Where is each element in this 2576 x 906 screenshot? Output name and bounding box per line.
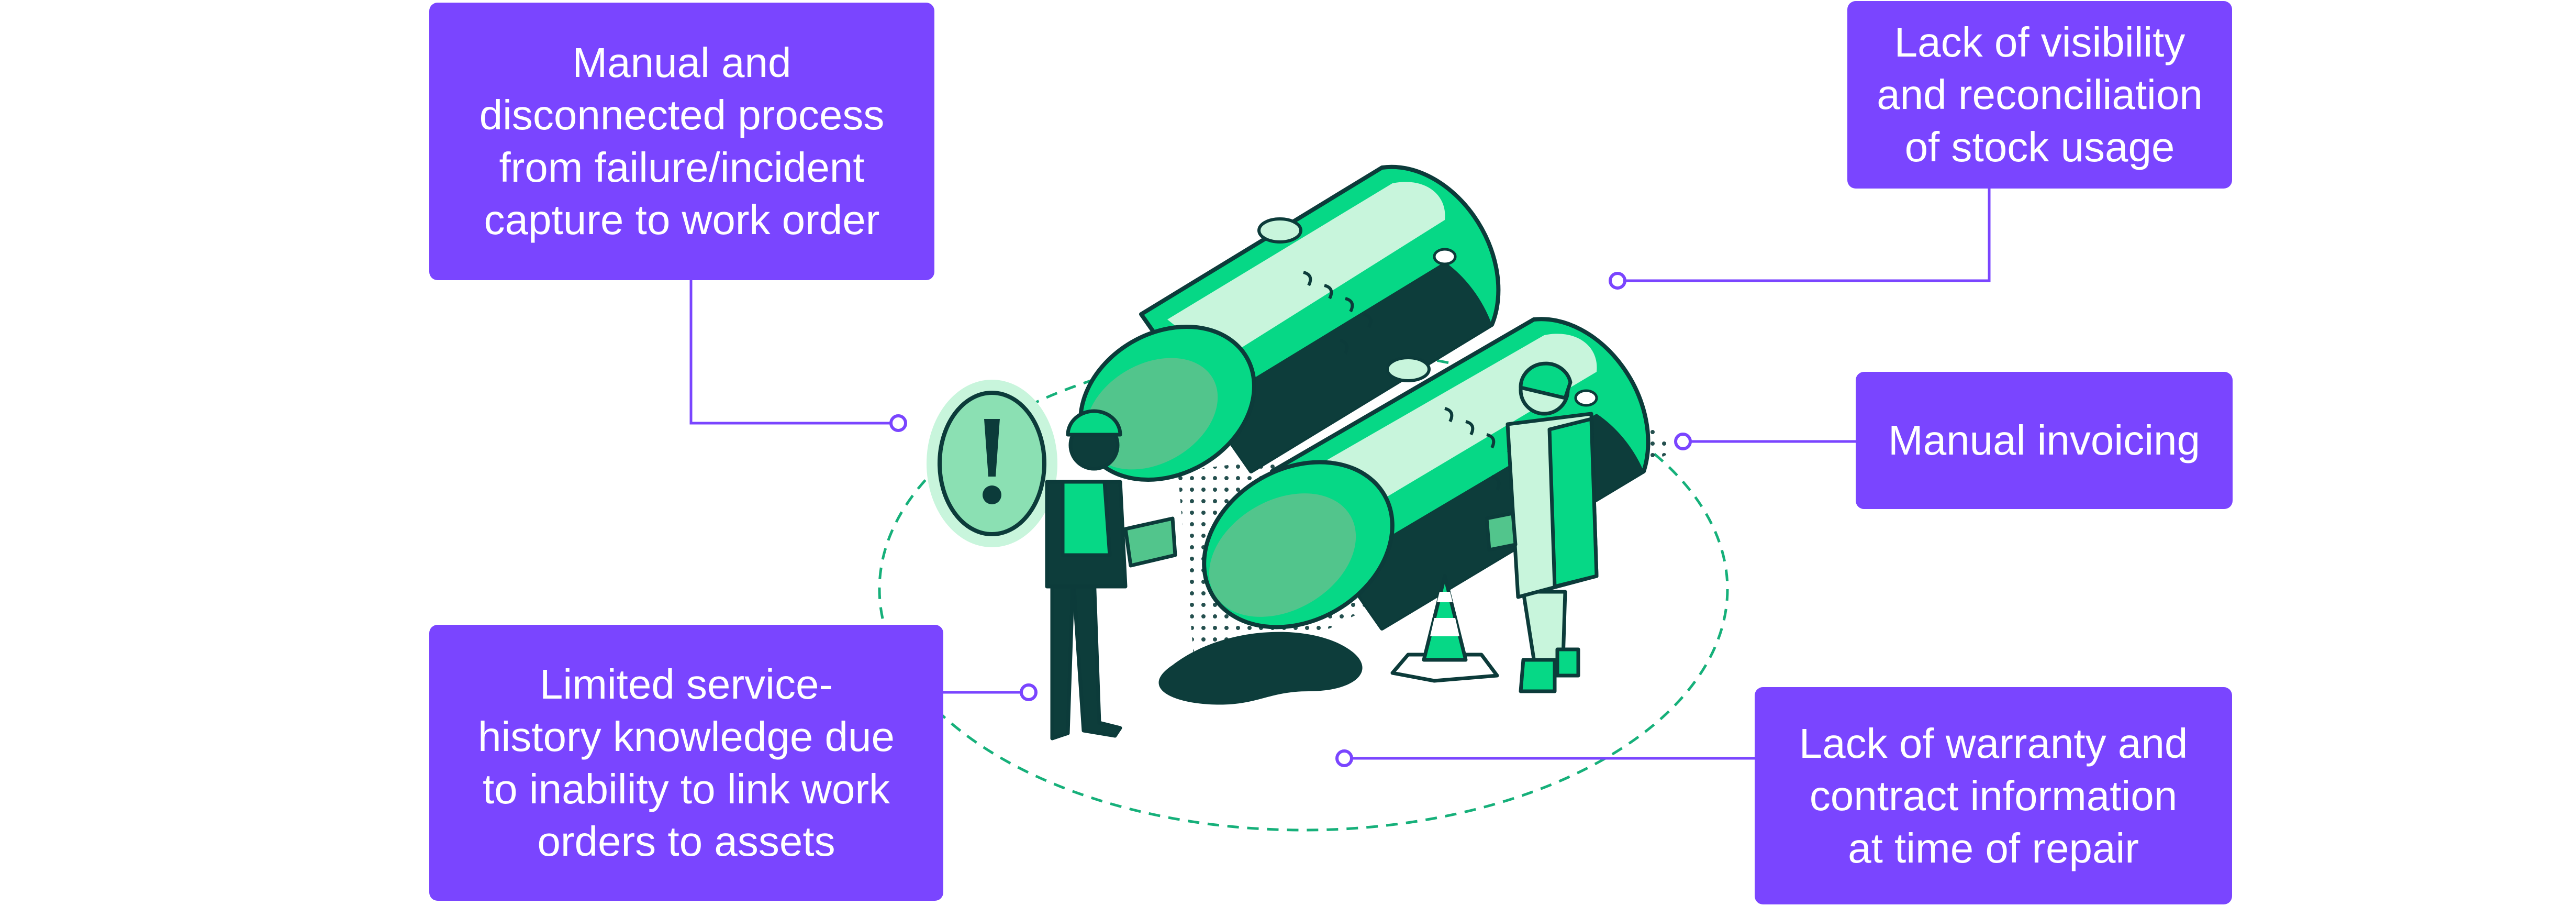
- connector-dots: [889, 272, 1692, 767]
- technician-icon: [1045, 409, 1177, 741]
- connector-visibility: [1620, 189, 1991, 282]
- connector-lines: [689, 189, 1991, 760]
- connector-manual-process: [689, 280, 898, 425]
- callout-warranty-info: Lack of warranty and contract informatio…: [1755, 687, 2232, 904]
- spill-puddle: [1158, 632, 1363, 705]
- callout-manual-invoicing: Manual invoicing: [1856, 372, 2233, 509]
- connector-dot-invoicing: [1674, 433, 1692, 450]
- exclamation-mark-icon: [927, 380, 1057, 547]
- traffic-cone-icon: [1390, 574, 1499, 683]
- storage-tank-icon: [1078, 164, 1501, 482]
- technician-icon: [1485, 361, 1599, 693]
- callout-manual-process: Manual and disconnected process from fai…: [429, 3, 934, 280]
- connector-dot-visibility: [1609, 272, 1626, 290]
- connector-dot-warranty: [1335, 749, 1353, 767]
- callout-stock-visibility: Lack of visibility and reconciliation of…: [1847, 1, 2232, 189]
- connector-dot-manual-process: [889, 414, 907, 432]
- callout-service-history: Limited service- history knowledge due t…: [429, 625, 943, 901]
- connector-dot-service-history: [1020, 683, 1038, 701]
